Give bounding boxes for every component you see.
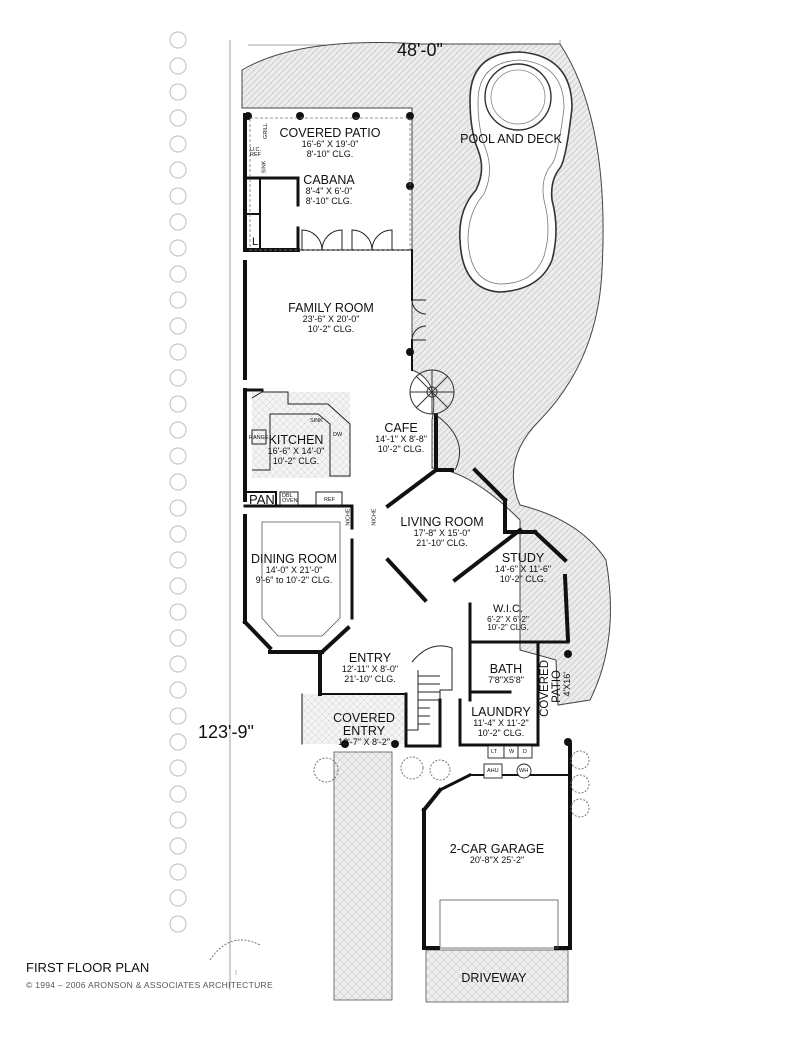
fixture-dbl-oven: DBL OVEN [282, 493, 298, 504]
width-dimension: 48'-0" [397, 40, 443, 60]
room-family: FAMILY ROOM 23'-6" X 20'-0" 10'-2" CLG. [276, 301, 386, 334]
fixture-range: RANGE [249, 435, 269, 441]
driveway-paving [425, 949, 569, 1003]
laundry-name: LAUNDRY [471, 705, 531, 719]
laundry-appliances [483, 745, 533, 779]
driveway-label: DRIVEWAY [452, 970, 536, 987]
fixture-grill: GRILL [262, 123, 269, 139]
room-garage: 2-CAR GARAGE 20'-8"X 25'-2" [444, 842, 550, 866]
fixture-ahu: AHU [487, 768, 499, 774]
cafe-clg: 10'-2" CLG. [377, 443, 425, 454]
garage-name: 2-CAR GARAGE [449, 842, 545, 856]
driveway-text: DRIVEWAY [461, 971, 527, 985]
covered-patio-name: COVERED PATIO [279, 126, 381, 140]
room-cafe: CAFE 14'-1" X 8'-8" 10'-2" CLG. [366, 421, 436, 454]
entry-clg: 21'-10" CLG. [344, 673, 396, 684]
depth-dimension: 123'-9" [198, 722, 254, 742]
fixture-uc-ref: U.C. REF [250, 147, 261, 158]
room-living: LIVING ROOM 17'-8" X 15'-0" 21'-10" CLG. [392, 515, 492, 548]
pool-label-text: POOL AND DECK [460, 132, 562, 146]
fixture-dw: DW [333, 432, 343, 438]
dining-room-name: DINING ROOM [250, 552, 338, 566]
cafe-name: CAFE [384, 421, 418, 435]
room-laundry: LAUNDRY 11'-4" X 11'-2" 10'-2" CLG. [466, 705, 536, 738]
study-size: 14'-6" X 11'-6" [494, 564, 552, 575]
covered-patio-side-size: 4'X16' [562, 672, 572, 697]
living-room-size: 17'-8" X 15'-0" [413, 528, 471, 539]
room-entry: ENTRY 12'-11" X 8'-0" 21'-10" CLG. [330, 651, 410, 684]
entry-name: ENTRY [348, 651, 392, 665]
fixture-lt: LT [491, 749, 498, 755]
front-shrubs [209, 750, 590, 961]
cabana-clg: 8'-10" CLG. [305, 195, 353, 206]
covered-entry-name-1: COVERED [333, 711, 395, 725]
fixture-l: L. [252, 236, 262, 248]
fixture-sink: SINK [310, 418, 323, 424]
plan-title: FIRST FLOOR PLAN [26, 960, 150, 975]
cafe-size: 14'-1" X 8'-8" [375, 434, 427, 445]
spiral-stair [409, 369, 461, 471]
kitchen-name: KITCHEN [268, 433, 324, 447]
fixture-d: D [523, 749, 527, 755]
fixture-patio-sink: SINK [261, 160, 268, 174]
patio-columns [244, 112, 572, 748]
covered-entry-name-2: ENTRY [342, 724, 386, 739]
family-room-size: 23'-6" X 20'-0" [302, 314, 360, 325]
cabana-name: CABANA [303, 173, 355, 187]
covered-entry-size: 12'-7" X 8'-2" [338, 737, 390, 748]
entry-stair [406, 645, 453, 731]
dining-room-clg: 9'-6" to 10'-2" CLG. [255, 574, 333, 585]
family-room-name: FAMILY ROOM [288, 301, 374, 315]
covered-patio-side-1: COVERED [539, 660, 551, 717]
room-covered-patio: COVERED PATIO 16'-6" X 19'-0" 8'-10" CLG… [268, 126, 392, 159]
room-study: STUDY 14'-6" X 11'-6" 10'-2" CLG. [488, 551, 558, 584]
fixture-niche-1: NICHE [345, 508, 352, 526]
fixture-wh: WH [519, 768, 529, 774]
kitchen-clg: 10'-2" CLG. [272, 455, 320, 466]
wic-name: W.I.C. [493, 603, 523, 615]
entry-size: 12'-11" X 8'-0" [341, 664, 399, 675]
hedge-trees [169, 31, 187, 933]
patio-doors [301, 229, 427, 341]
living-room-name: LIVING ROOM [400, 515, 484, 529]
fixture-ref: REF [324, 497, 335, 503]
room-dining: DINING ROOM 14'-0" X 21'-0" 9'-6" to 10'… [248, 552, 340, 585]
wic-clg: 10'-2" CLG. [487, 622, 529, 632]
study-clg: 10'-2" CLG. [499, 573, 547, 584]
room-kitchen: KITCHEN 16'-6" X 14'-0" 10'-2" CLG. [258, 433, 334, 466]
cabana-size: 8'-4" X 6'-0" [305, 186, 353, 197]
garage-size: 20'-8"X 25'-2" [469, 855, 525, 866]
fixture-niche-2: NICHE [371, 508, 378, 526]
room-bath: BATH 7'8"X5'8" [480, 662, 532, 686]
kitchen-size: 16'-6" X 14'-0" [267, 446, 325, 457]
room-covered-entry: COVERED ENTRY 12'-7" X 8'-2" [326, 711, 402, 748]
room-wic: W.I.C. 6'-2" X 6'-2" 10'-2" CLG. [478, 603, 538, 632]
kitchen-cabinets [251, 391, 351, 507]
covered-patio-clg: 8'-10" CLG. [306, 148, 354, 159]
bath-size: 7'8"X5'8" [488, 675, 524, 686]
pool-label: POOL AND DECK [446, 131, 576, 148]
covered-patio-size: 16'-6" X 19'-0" [301, 139, 359, 150]
copyright: © 1994 – 2006 ARONSON & ASSOCIATES ARCHI… [26, 980, 273, 990]
fixture-w: W [509, 749, 515, 755]
dining-room-size: 14'-0" X 21'-0" [265, 565, 323, 576]
living-room-clg: 21'-10" CLG. [416, 537, 468, 548]
front-walk [333, 751, 393, 1001]
study-name: STUDY [501, 551, 545, 565]
family-room-clg: 10'-2" CLG. [307, 323, 355, 334]
laundry-size: 11'-4" X 11'-2" [473, 718, 529, 729]
wic-size: 6'-2" X 6'-2" [487, 614, 529, 624]
laundry-clg: 10'-2" CLG. [477, 727, 525, 738]
fixture-pan: PAN [249, 492, 275, 507]
room-cabana: CABANA 8'-4" X 6'-0" 8'-10" CLG. [294, 173, 364, 206]
bath-name: BATH [489, 662, 523, 676]
